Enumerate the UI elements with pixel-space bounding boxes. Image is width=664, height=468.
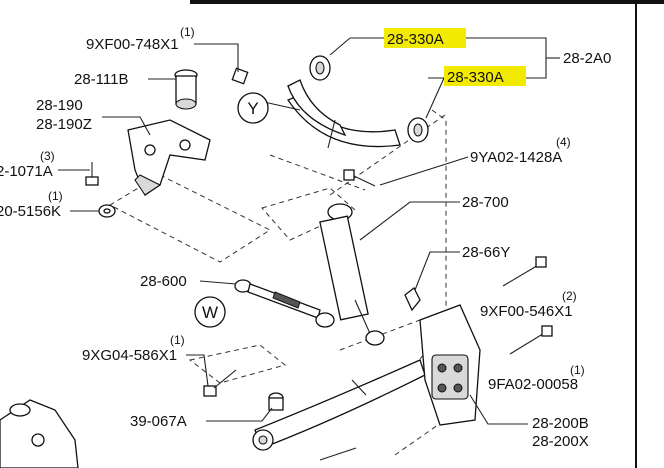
mount-bushing-28-111b bbox=[174, 69, 198, 110]
callout-w-label: W bbox=[202, 303, 218, 322]
mount-bracket-bottom-left bbox=[0, 399, 79, 468]
qty-20-5156k: (1) bbox=[48, 189, 63, 203]
clip-28-66y bbox=[404, 287, 421, 312]
bushing-39-067a bbox=[268, 392, 284, 411]
dashed-group-box-middle bbox=[261, 187, 356, 241]
trailing-arm-28-200b bbox=[252, 304, 481, 461]
bracket-28-190 bbox=[127, 119, 211, 196]
part-label-9xf00-546x1: 9XF00-546X1 bbox=[480, 303, 573, 320]
callout-w: W bbox=[194, 296, 226, 328]
part-label-9xg04-586x1: 9XG04-586X1 bbox=[82, 347, 177, 364]
dashed-guide-hub bbox=[394, 419, 446, 456]
bolt-2-1071a bbox=[85, 162, 99, 186]
part-label-39-067a: 39-067A bbox=[130, 413, 187, 430]
highlight-28-330a-mid bbox=[444, 66, 526, 86]
callout-y-label: Y bbox=[247, 99, 258, 118]
part-label-28-700: 28-700 bbox=[462, 194, 509, 211]
qty-9xf00-546x1: (2) bbox=[562, 289, 577, 303]
dashed-guide-bracket bbox=[269, 154, 366, 191]
part-label-28-600: 28-600 bbox=[140, 273, 187, 290]
leader-lines bbox=[58, 37, 560, 425]
highlight-28-330a-top bbox=[384, 28, 466, 48]
dashed-group-box-lower bbox=[188, 344, 287, 384]
bolt-9fa02-00058 bbox=[509, 325, 553, 355]
part-label-9ya02-1428a: 9YA02-1428A bbox=[470, 149, 562, 166]
upper-control-arm-28-2a0 bbox=[287, 55, 429, 148]
bolt-9ya02-1428a bbox=[343, 169, 376, 187]
part-label-28-330a-mid: 28-330A bbox=[447, 69, 504, 86]
part-label-9xf00-748x1: 9XF00-748X1 bbox=[86, 36, 179, 53]
dashed-group-box-upper bbox=[108, 174, 272, 263]
part-label-28-190z: 28-190Z bbox=[36, 116, 92, 133]
callout-y: Y bbox=[237, 92, 269, 124]
part-label-28-330a-top: 28-330A bbox=[387, 31, 444, 48]
part-label-20-5156k: 20-5156K bbox=[0, 203, 61, 220]
part-label-28-190: 28-190 bbox=[36, 97, 83, 114]
lateral-link-28-600 bbox=[234, 279, 335, 328]
bolt-9xf00-748x1 bbox=[205, 67, 249, 135]
nut-20-5156k bbox=[98, 204, 116, 218]
part-label-2-1071a: 2-1071A bbox=[0, 163, 53, 180]
bolt-9xf00-546x1 bbox=[502, 256, 547, 287]
part-label-28-2a0: 28-2A0 bbox=[563, 50, 611, 67]
part-label-28-111b: 28-111B bbox=[74, 71, 129, 88]
shock-absorber-28-700 bbox=[319, 203, 385, 346]
qty-2-1071a: (3) bbox=[40, 149, 55, 163]
qty-9ya02-1428a: (4) bbox=[556, 135, 571, 149]
qty-9fa02-00058: (1) bbox=[570, 363, 585, 377]
part-label-28-200x: 28-200X bbox=[532, 433, 589, 450]
qty-9xf00-748x1: (1) bbox=[180, 25, 195, 39]
part-label-28-66y: 28-66Y bbox=[462, 244, 510, 261]
top-border-bar bbox=[190, 0, 664, 4]
part-label-9fa02-00058: 9FA02-00058 bbox=[488, 376, 578, 393]
part-label-28-200b: 28-200B bbox=[532, 415, 589, 432]
qty-9xg04-586x1: (1) bbox=[170, 333, 185, 347]
bolt-9xg04-586x1 bbox=[203, 369, 237, 397]
